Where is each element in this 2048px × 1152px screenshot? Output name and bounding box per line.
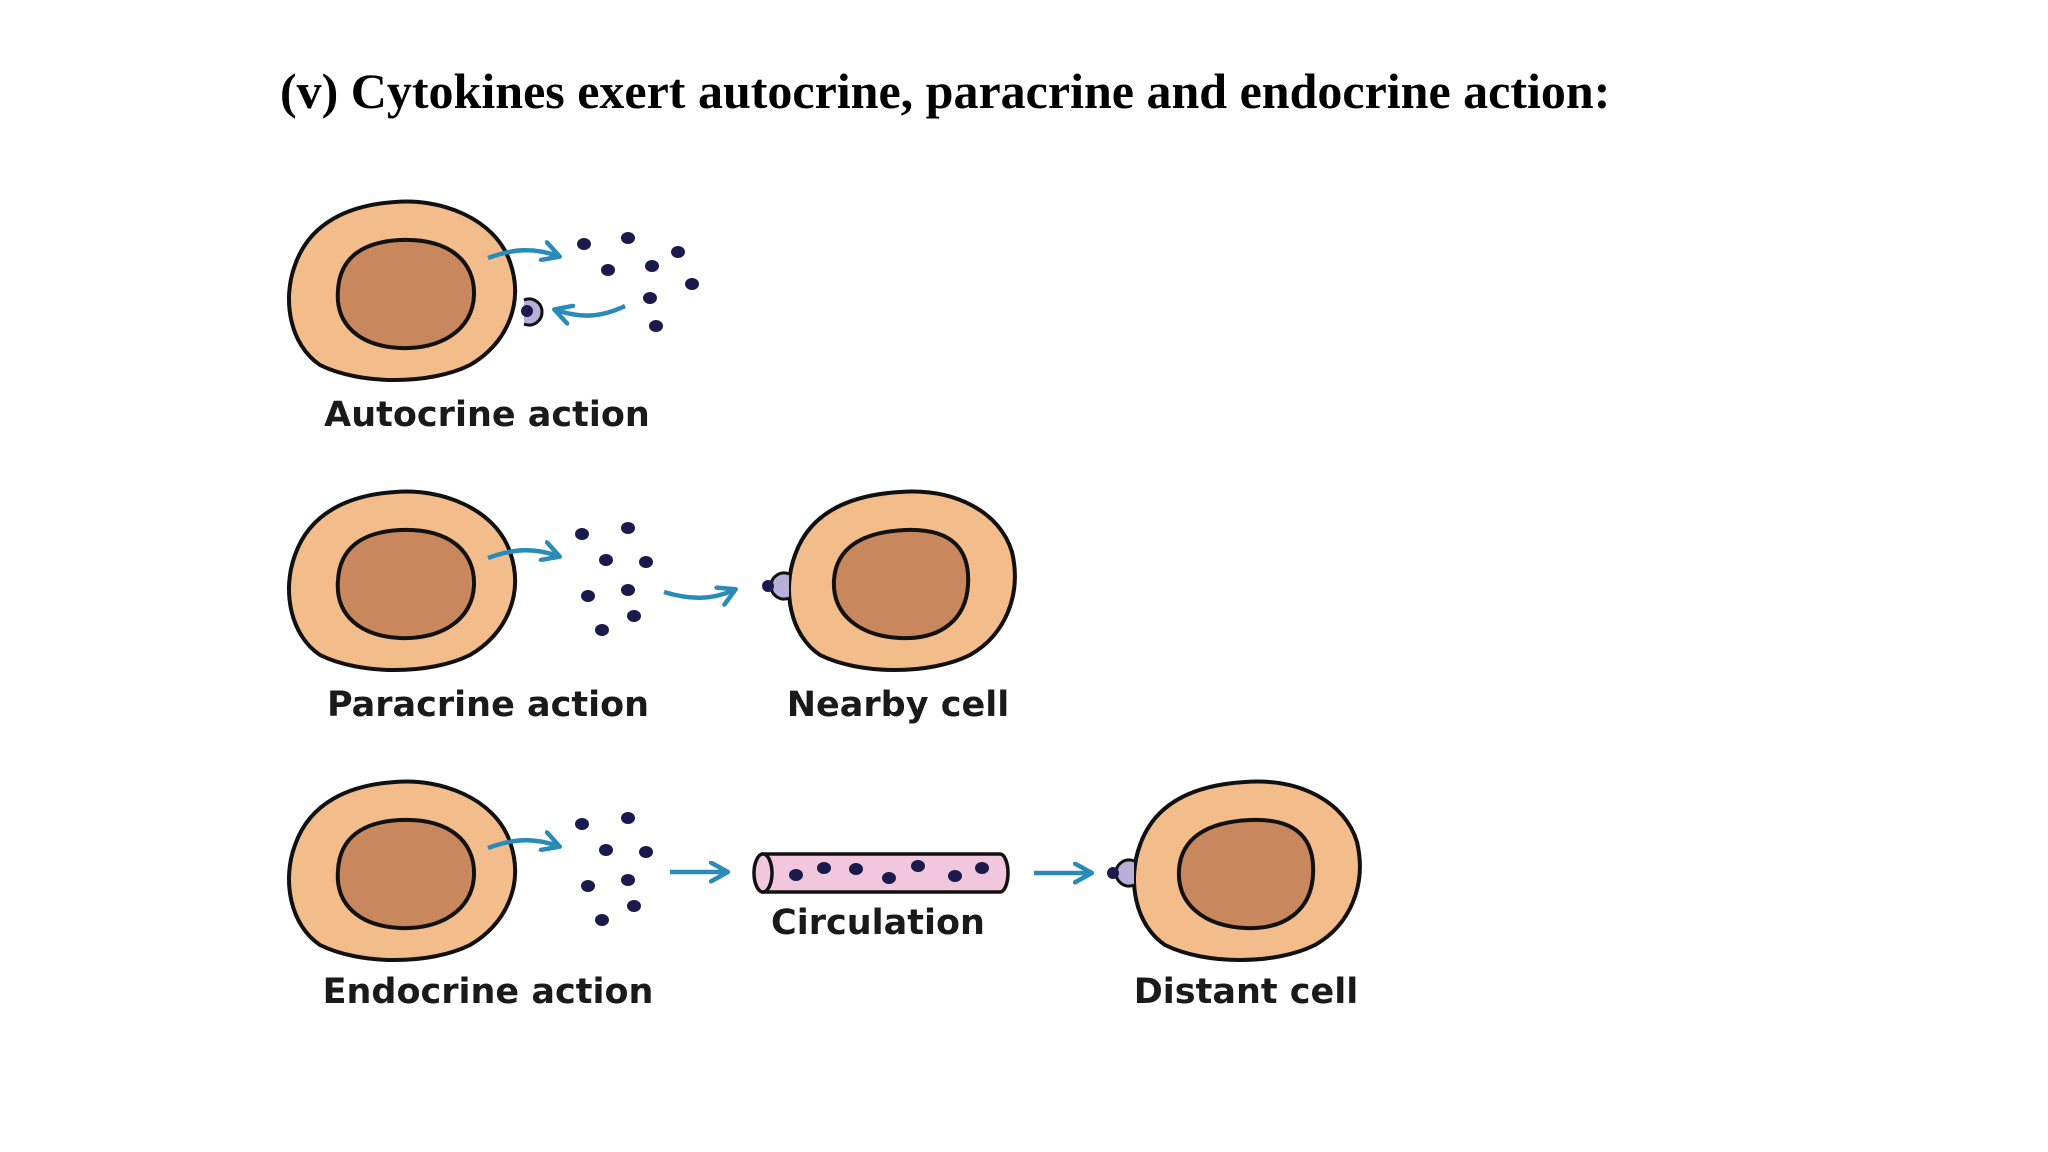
autocrine-cytokines [577,232,699,332]
endocrine-label: Endocrine action [323,972,654,1012]
paracrine-source-cell [287,489,517,672]
distant-cell-label: Distant cell [1134,972,1359,1012]
paracrine-cytokines [575,522,653,636]
paracrine-label: Paracrine action [327,685,649,725]
paracrine-transfer-arrow [663,590,734,598]
nearby-cell-receptor [762,571,790,601]
autocrine-secretion-arrow [487,250,558,258]
autocrine-receptor [521,297,544,327]
autocrine-nucleus [335,237,477,351]
endocrine-group: Circulation Endocrine action Distant cel… [287,779,1362,1012]
circulation-label: Circulation [771,903,985,943]
circulation-vessel [752,852,1010,894]
endocrine-source-cell [287,779,517,962]
endocrine-secretion-arrow [487,840,558,848]
circulation-cytokines [789,860,989,884]
autocrine-group: Autocrine action [287,199,699,435]
autocrine-label: Autocrine action [324,395,650,435]
paracrine-group: Paracrine action Nearby cell [287,489,1017,725]
nearby-cell-label: Nearby cell [787,685,1009,725]
autocrine-cell [287,199,517,382]
paracrine-secretion-arrow [487,550,558,558]
distant-cell-receptor [1107,858,1135,888]
nearby-cell [787,489,1017,672]
distant-cell [1132,779,1362,962]
autocrine-binding-arrow [556,306,626,316]
endocrine-cytokines [575,812,653,926]
slide-title: (v) Cytokines exert autocrine, paracrine… [280,63,1611,119]
